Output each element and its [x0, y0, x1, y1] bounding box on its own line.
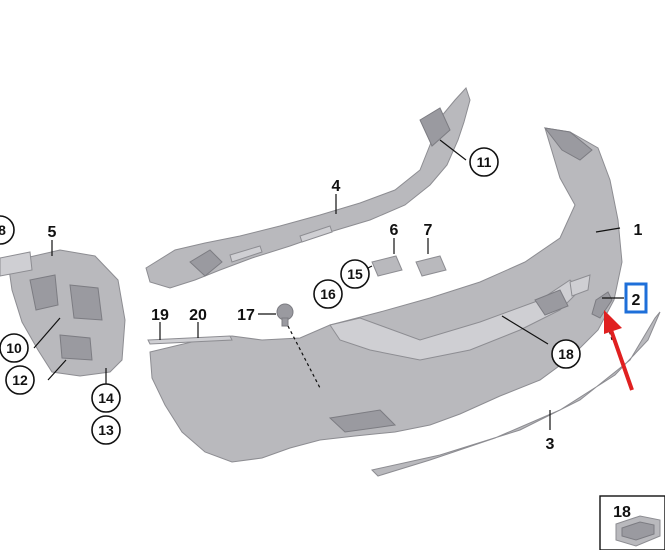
callout-6: 6 — [390, 222, 399, 239]
svg-text:12: 12 — [12, 372, 28, 388]
callout-11-circle: 11 — [469, 147, 499, 177]
svg-text:14: 14 — [98, 390, 114, 406]
part-4-carrier-rail — [145, 87, 471, 289]
callout-20: 20 — [189, 307, 207, 324]
callout-15-circle: 15 — [340, 259, 370, 289]
callout-10-circle: 10 — [0, 333, 29, 363]
svg-text:8: 8 — [0, 222, 6, 238]
callout-3: 3 — [546, 436, 555, 453]
callout-13-circle: 13 — [91, 415, 121, 445]
inset-18-box — [599, 495, 665, 550]
part-1-bumper-panel — [149, 127, 623, 463]
callout-8-circle: 8 — [0, 215, 15, 245]
callout-19: 19 — [151, 307, 169, 324]
callout-14-circle: 14 — [91, 383, 121, 413]
callout-17: 17 — [237, 307, 255, 324]
svg-text:18: 18 — [558, 346, 574, 362]
callout-18-circle: 18 — [551, 339, 581, 369]
svg-text:11: 11 — [477, 154, 492, 170]
callout-4: 4 — [332, 178, 341, 195]
callout-12-circle: 12 — [5, 365, 35, 395]
part-3-moulding-strip — [371, 311, 661, 477]
leader-lines — [33, 139, 624, 430]
part-15-plate — [371, 255, 403, 277]
highlight-box — [624, 282, 648, 314]
callout-1: 1 — [634, 222, 643, 239]
red-arrow-icon — [604, 310, 634, 391]
callout-16-circle: 16 — [313, 279, 343, 309]
inset-18-label: 18 — [613, 504, 631, 521]
svg-text:10: 10 — [6, 340, 22, 356]
svg-text:16: 16 — [320, 286, 336, 302]
part-7-plate — [415, 255, 447, 277]
svg-text:13: 13 — [98, 422, 114, 438]
part-17-clip — [276, 303, 294, 327]
callout-5: 5 — [48, 224, 57, 241]
part-20-strip — [147, 335, 233, 345]
callout-2: 2 — [632, 292, 641, 309]
callout-7: 7 — [424, 222, 433, 239]
svg-text:15: 15 — [347, 266, 363, 282]
